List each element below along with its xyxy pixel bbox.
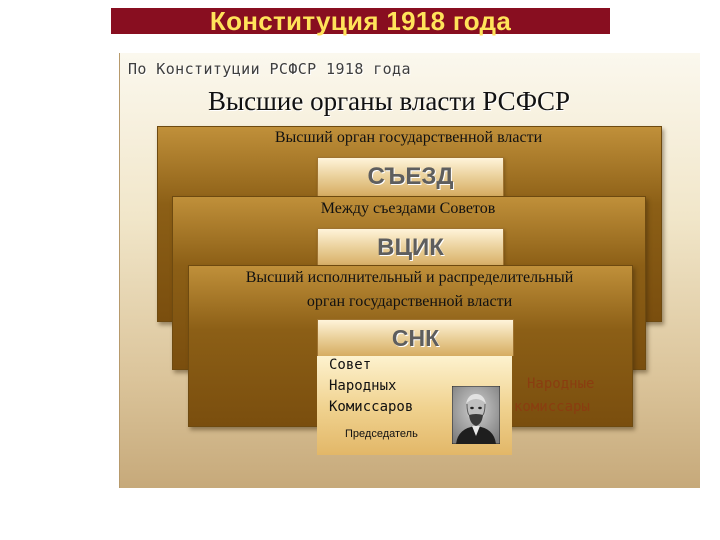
congress-label: СЪЕЗД xyxy=(367,163,454,190)
slide-title: Конституция 1918 года xyxy=(111,8,610,34)
vtsik-label: ВЦИК xyxy=(377,234,444,261)
members-label-line2: комиссары xyxy=(514,399,590,415)
snk-label: СНК xyxy=(391,325,440,351)
snk-label-box: СНК xyxy=(317,319,514,356)
snk-caption-line1: Высший исполнительный и распределительны… xyxy=(245,269,574,286)
diagram-subtitle: По Конституции РСФСР 1918 года xyxy=(128,60,411,78)
snk-name-line3: Комиссаров xyxy=(329,399,414,415)
vtsik-label-box: ВЦИК xyxy=(317,228,504,268)
congress-caption: Высший орган государственной власти xyxy=(274,129,543,146)
vtsik-caption: Между съездами Советов xyxy=(320,200,496,217)
snk-name-line1: Совет xyxy=(329,357,372,373)
chairman-caption: Председатель xyxy=(345,428,418,440)
chairman-portrait-icon xyxy=(452,386,500,444)
snk-caption-line2: орган государственной власти xyxy=(306,293,513,310)
congress-label-box: СЪЕЗД xyxy=(317,157,504,197)
members-label-line1: Народные xyxy=(527,376,595,392)
snk-name-line2: Народных xyxy=(329,378,397,394)
diagram-heading: Высшие органы власти РСФСР xyxy=(208,86,571,116)
